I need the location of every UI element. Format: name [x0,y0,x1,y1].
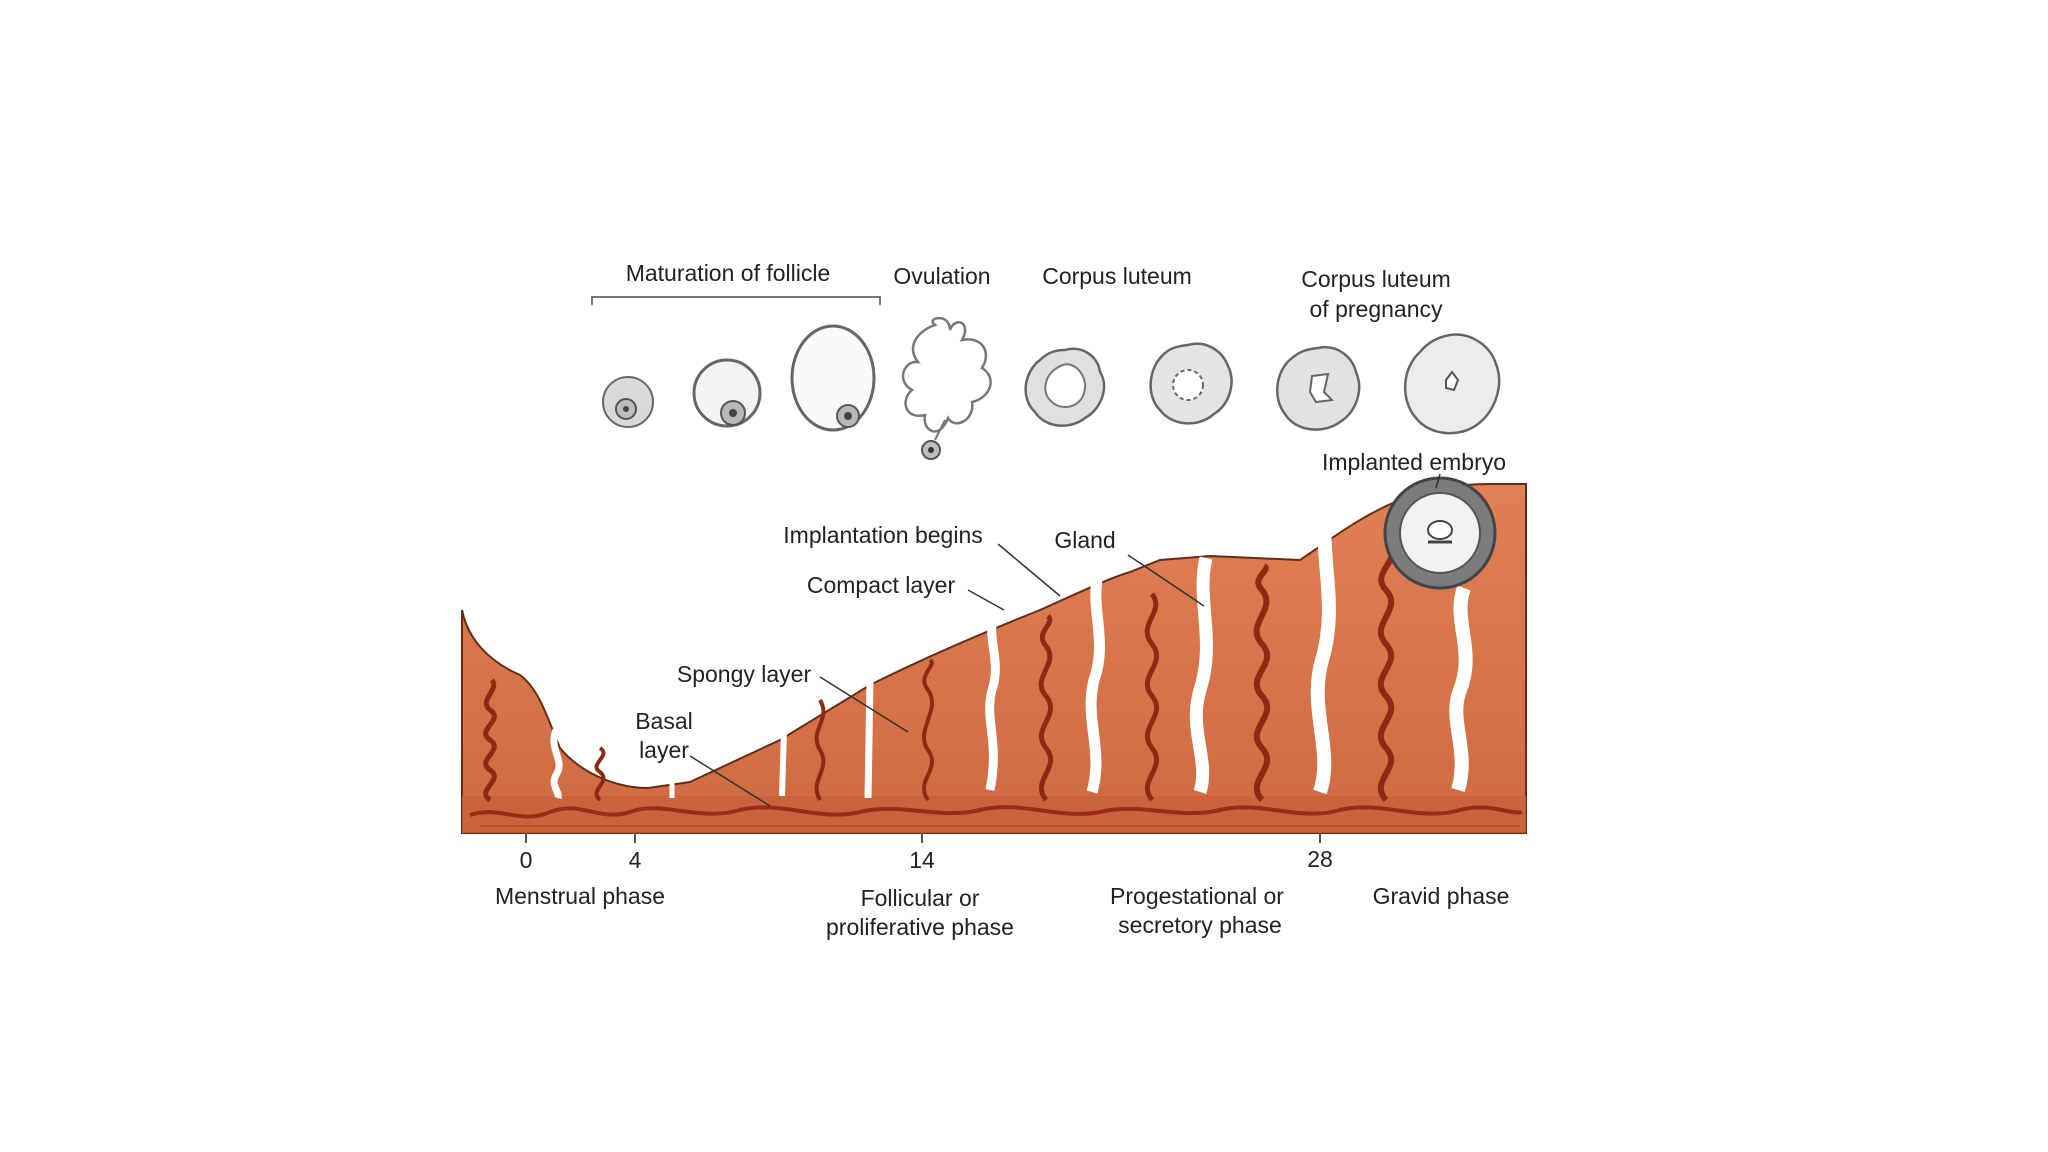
gland-duct [550,728,563,800]
spiral-artery [1144,592,1160,802]
basal-vessels [469,805,1523,819]
gland-duct [864,679,874,799]
corpus-luteum-pregnancy-icon [1276,345,1361,431]
leader-implantation-begins [997,543,1061,597]
corpus-luteum-mature-icon [1149,342,1233,425]
mature-follicle-icon [790,324,876,432]
day-tick-0: 0 [520,847,533,873]
gland-duct [1310,500,1336,795]
spiral-artery [814,698,826,802]
spongy-layer-label: Spongy layer [677,661,812,687]
endometrium-cross-section: Implanted embryo Implantation begins Gla… [461,449,1527,834]
spiral-artery [1038,614,1054,802]
progestational-phase-label-line2: secretory phase [1118,912,1282,938]
menstrual-phase-label: Menstrual phase [495,883,665,909]
gravid-phase-label: Gravid phase [1373,883,1510,909]
gland-duct [1449,585,1473,793]
spiral-artery [1377,546,1395,803]
leader-basal-layer [689,755,771,807]
corpus-luteum-pregnancy-label-line1: Corpus luteum [1301,266,1451,292]
maturation-bracket [591,296,881,305]
basal-layer-label-line1: Basal [635,708,693,734]
compact-layer-label: Compact layer [807,572,956,598]
implanted-embryo-icon [1383,476,1497,590]
corpus-luteum-icon [1024,347,1106,427]
spiral-artery [921,658,935,802]
gland-duct [779,729,787,797]
leader-gland [1127,554,1205,607]
gland-duct [985,610,1000,791]
corpus-luteum-pregnancy-label-line2: of pregnancy [1310,296,1443,322]
gland-duct [1189,556,1213,794]
ovulation-label: Ovulation [893,263,990,289]
gland-duct [1085,572,1105,794]
progestational-phase-label-line1: Progestational or [1110,883,1284,909]
leader-implanted-embryo [1435,473,1441,489]
implantation-begins-label: Implantation begins [783,522,982,548]
spiral-artery [1253,563,1271,803]
follicular-phase-label-line2: proliferative phase [826,914,1014,940]
ovary-row: Maturation of follicle Ovulation Corpus … [591,260,1501,460]
maturation-of-follicle-label: Maturation of follicle [626,260,831,286]
leader-spongy-layer [819,676,909,733]
ovulation-rupture-icon [901,316,992,460]
coiled-artery [483,678,497,803]
day-tick-28: 28 [1307,846,1333,872]
secondary-follicle-icon [692,358,762,428]
corpus-luteum-pregnancy-large-icon [1403,333,1501,435]
day-tick-4: 4 [629,847,642,873]
leader-compact-layer [967,589,1005,611]
follicular-phase-label-line1: Follicular or [861,885,980,911]
coiled-artery [594,746,606,802]
corpus-luteum-label: Corpus luteum [1042,263,1192,289]
basal-layer-label-line2: layer [639,737,689,763]
day-tick-14: 14 [909,847,935,873]
gland-label: Gland [1054,527,1115,553]
timeline: 0 4 14 28 Menstrual phase Follicular or … [495,833,1509,940]
implanted-embryo-label: Implanted embryo [1322,449,1506,475]
primary-follicle-icon [602,376,654,428]
